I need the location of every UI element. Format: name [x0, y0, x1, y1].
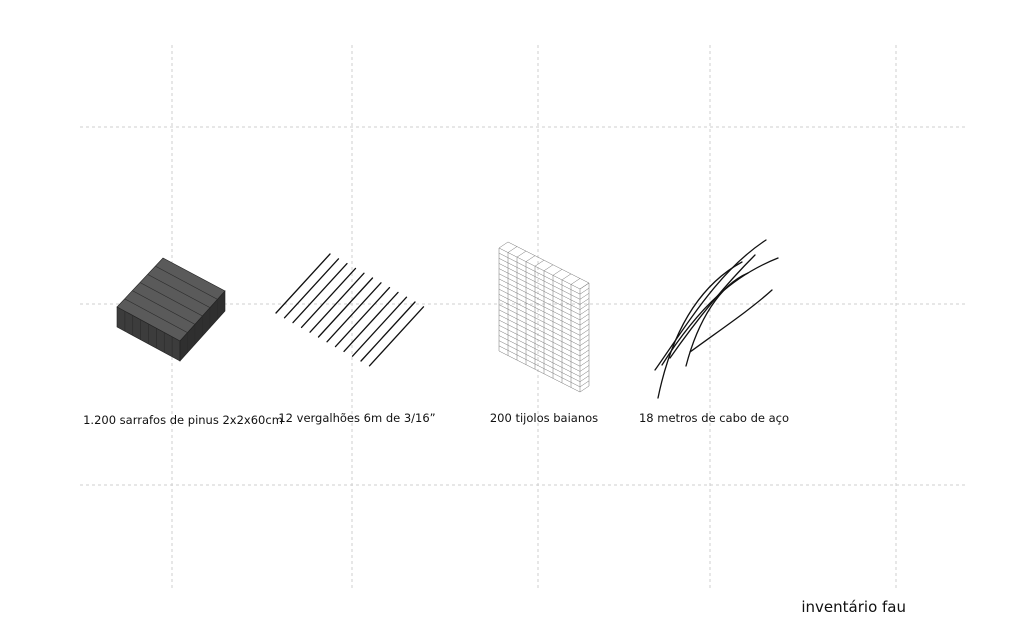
rebar-lines-icon	[275, 253, 425, 367]
brick-top-edge	[561, 273, 572, 281]
brick-side-course	[579, 329, 590, 336]
brick-course	[498, 340, 581, 382]
brick-course	[498, 263, 581, 305]
brick-wall-icon	[498, 241, 590, 393]
batten-seam	[124, 298, 188, 333]
item-label-wood: 1.200 sarrafos de pinus 2x2x60cm	[83, 413, 283, 427]
brick-top-edge	[525, 255, 536, 262]
steel-cable-icon	[654, 239, 779, 399]
batten-seam	[155, 265, 218, 300]
rebar	[326, 282, 382, 343]
brick-course	[498, 309, 581, 352]
brick-side-course	[579, 339, 590, 346]
brick-side-course	[579, 303, 590, 310]
rebar	[283, 258, 340, 319]
brick-course	[498, 330, 581, 372]
brick-side-course	[579, 370, 590, 377]
brick-side-course	[579, 323, 590, 331]
brick-course	[498, 252, 581, 295]
brick-course	[498, 335, 581, 377]
brick-side-course	[579, 298, 590, 305]
brick-side-course	[579, 385, 590, 393]
brick-course	[498, 319, 581, 362]
item-label-cable: 18 metros de cabo de aço	[638, 411, 790, 425]
brick-course	[498, 350, 581, 393]
rebar	[360, 301, 416, 362]
brick-course	[498, 273, 581, 315]
brick-side-course	[579, 375, 590, 382]
brick-course	[498, 288, 581, 331]
brick-course	[498, 268, 581, 310]
guide-grid	[80, 45, 968, 588]
wood-block-icon	[116, 257, 226, 362]
brick-course	[498, 299, 581, 341]
brick-side-course	[579, 380, 590, 388]
brick-top-edge	[507, 246, 518, 253]
brick-top-edge	[498, 241, 509, 249]
item-label-bricks: 200 tijolos baianos	[489, 411, 599, 425]
brick-side-course	[579, 365, 590, 372]
brick-side-course	[579, 287, 590, 295]
brick-top-edge	[552, 269, 563, 276]
rebar	[343, 291, 399, 353]
brick-course	[498, 258, 581, 300]
brick-course	[498, 283, 581, 326]
rebar	[309, 272, 365, 333]
brick-course	[498, 247, 581, 290]
rebar	[292, 262, 348, 324]
brick-side-course	[579, 360, 590, 367]
rebar	[317, 277, 374, 338]
brick-side-course	[579, 354, 590, 362]
rebar	[334, 286, 391, 348]
brick-side-course	[579, 313, 590, 321]
brick-course	[498, 304, 581, 346]
brick-top-back	[507, 241, 590, 284]
batten-seam	[132, 290, 196, 325]
brick-course	[498, 278, 581, 321]
brick-course	[498, 325, 581, 367]
brick-side-course	[579, 293, 590, 300]
brick-side-course	[579, 334, 590, 341]
brick-course	[498, 345, 581, 388]
brick-course	[498, 314, 581, 357]
rebar	[275, 253, 331, 314]
rebar	[300, 267, 357, 329]
item-label-rebar: 12 vergalhões 6m de 3/16”	[278, 411, 436, 425]
batten-seam	[147, 274, 211, 308]
brick-top-edge	[534, 260, 545, 267]
brick-side-course	[579, 349, 590, 357]
brick-side-course	[579, 344, 590, 352]
footer-title: inventário fau	[801, 598, 906, 616]
brick-top-edge	[543, 264, 554, 271]
brick-side-course	[579, 308, 590, 315]
rebar	[351, 296, 408, 357]
batten-seam	[139, 282, 203, 317]
brick-side-course	[579, 282, 590, 290]
brick-top-edge	[516, 250, 527, 258]
rebar	[368, 306, 425, 367]
brick-side-course	[579, 318, 590, 326]
brick-top-edge	[570, 278, 581, 285]
brick-course	[498, 294, 581, 336]
